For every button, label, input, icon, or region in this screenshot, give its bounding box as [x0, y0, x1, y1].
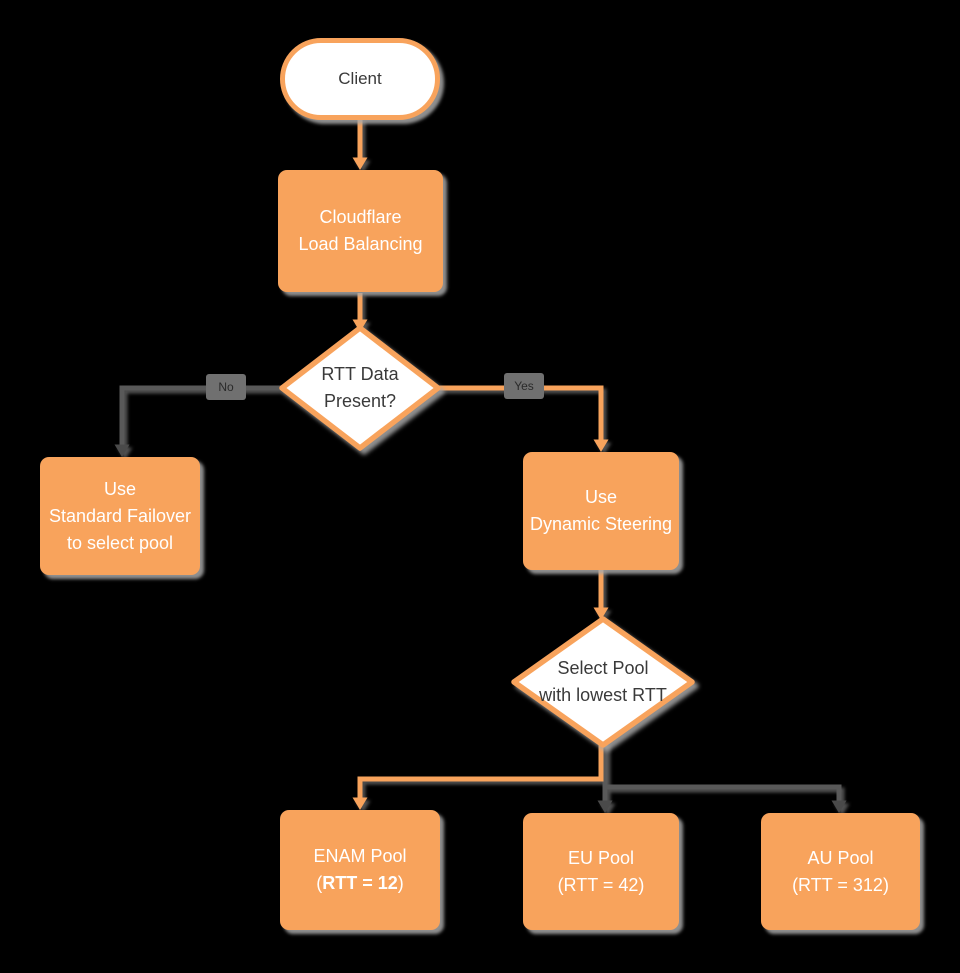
eu-pool-title: EU Pool — [567, 847, 635, 868]
load-balancing-line1: Cloudflare — [319, 207, 402, 227]
dynamic-steering-line1: Use — [584, 487, 617, 507]
connector-enam-branch — [357, 742, 604, 798]
enam-paren-open: ( — [316, 873, 323, 893]
load-balancing-line2: Load Balancing — [298, 234, 423, 254]
arrowhead-eu-branch — [597, 800, 613, 813]
enam-pool-rtt: (RTT = 12) — [316, 870, 404, 897]
arrowhead-enam-branch — [352, 797, 368, 810]
rtt-decision-diamond — [279, 325, 441, 451]
enam-pool-title: ENAM Pool — [313, 846, 407, 866]
edge-label-yes-text: Yes — [514, 379, 534, 393]
arrowhead-steering-to-pool-decision — [593, 607, 609, 620]
connector-yes-branch — [436, 385, 604, 440]
arrowhead-no-branch — [114, 444, 130, 457]
edge-label-no-text: No — [218, 380, 234, 394]
client-node: Client — [280, 38, 440, 120]
arrowhead-yes-branch — [593, 439, 609, 452]
au-pool-title: AU Pool — [807, 847, 874, 868]
dynamic-steering-node: Use Dynamic Steering — [523, 452, 679, 570]
enam-paren-close: ) — [397, 873, 404, 893]
load-balancing-node: Cloudflare Load Balancing — [278, 170, 443, 292]
rtt-decision-shape — [279, 325, 441, 451]
dynamic-steering-line2: Dynamic Steering — [529, 514, 673, 534]
edge-label-no: No — [206, 374, 246, 400]
edge-label-yes: Yes — [504, 373, 544, 399]
au-pool-rtt: (RTT = 312) — [792, 874, 889, 895]
client-label: Client — [338, 69, 382, 88]
connector-no-branch — [119, 385, 284, 450]
eu-pool-rtt: (RTT = 42) — [557, 874, 645, 895]
standard-failover-line1: Use — [103, 478, 136, 499]
enam-pool-node: ENAM Pool (RTT = 12) — [280, 810, 440, 930]
connector-au-branch — [605, 784, 842, 806]
standard-failover-line3: to select pool — [66, 532, 174, 553]
eu-pool-node: EU Pool (RTT = 42) — [523, 813, 679, 930]
enam-rtt-value: RTT = 12 — [322, 873, 398, 893]
pool-decision-shape — [511, 616, 695, 748]
standard-failover-line2: Standard Failover — [48, 505, 192, 526]
pool-decision-diamond — [511, 616, 695, 748]
standard-failover-node: Use Standard Failover to select pool — [40, 457, 200, 575]
au-pool-node: AU Pool (RTT = 312) — [761, 813, 920, 930]
arrowhead-client-to-lb — [352, 157, 368, 170]
arrowhead-au-branch — [831, 800, 847, 813]
